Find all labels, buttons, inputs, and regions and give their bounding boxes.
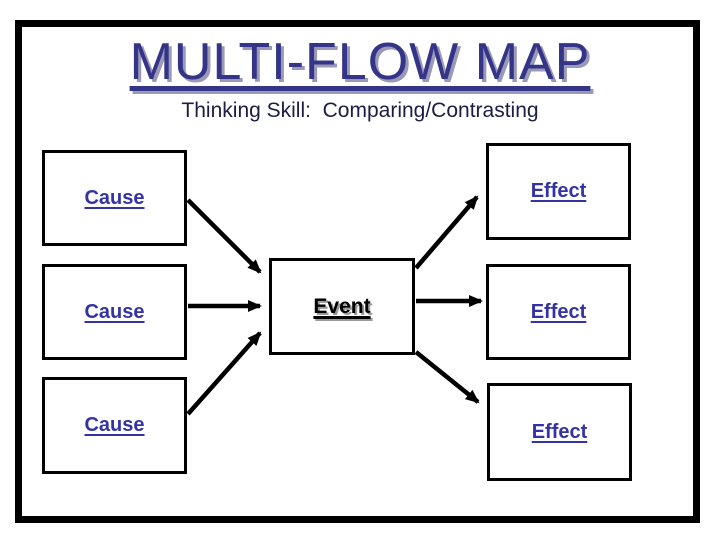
effect-label-2: Effect — [530, 300, 587, 323]
cause-box-2: Cause — [42, 264, 187, 360]
cause-label-2: Cause — [84, 300, 145, 323]
effect-box-1: Effect — [486, 143, 631, 240]
cause-label-1: Cause — [84, 186, 145, 209]
cause-label-3: Cause — [84, 414, 145, 436]
event-box: Event — [269, 258, 415, 355]
effect-label-3: Effect — [531, 420, 588, 443]
page-subtitle: Thinking Skill: Comparing/Contrasting — [181, 99, 539, 122]
effect-box-3: Effect — [487, 383, 632, 481]
effect-box-2: Effect — [486, 264, 631, 360]
cause-box-3: Cause — [42, 377, 187, 474]
cause-box-1: Cause — [42, 150, 187, 246]
event-label: Event — [313, 294, 371, 318]
effect-label-1: Effect — [530, 180, 587, 202]
page-title: MULTI-FLOW MAP — [129, 33, 591, 91]
